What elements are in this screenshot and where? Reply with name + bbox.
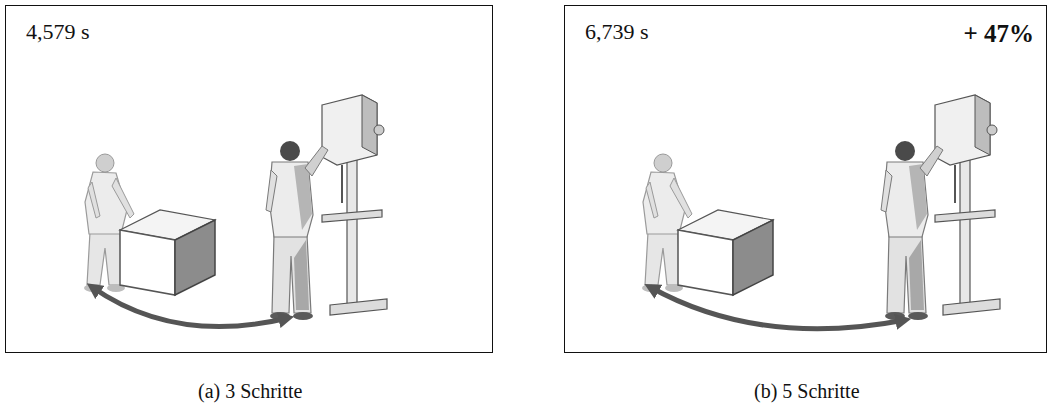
increase-percent: + 47% <box>964 20 1035 48</box>
worker-figure <box>881 141 943 320</box>
time-value: 4,579 s <box>26 20 90 44</box>
drill-press <box>322 95 387 315</box>
panel-frame: 4,579 s(a) 3 Schritte <box>5 5 493 353</box>
panel-frame: 6,739 s+ 47%(b) 5 Schritte <box>564 5 1047 353</box>
parts-crate <box>678 210 773 295</box>
walk-arrow <box>650 287 905 329</box>
subfigure-caption: (a) 3 Schritte <box>198 380 302 402</box>
walk-arrow <box>92 287 288 327</box>
drill-press <box>935 95 1000 315</box>
worker-figure <box>266 141 328 320</box>
time-value: 6,739 s <box>585 20 649 44</box>
parts-crate <box>120 210 215 295</box>
subfigure-caption: (b) 5 Schritte <box>754 380 860 402</box>
